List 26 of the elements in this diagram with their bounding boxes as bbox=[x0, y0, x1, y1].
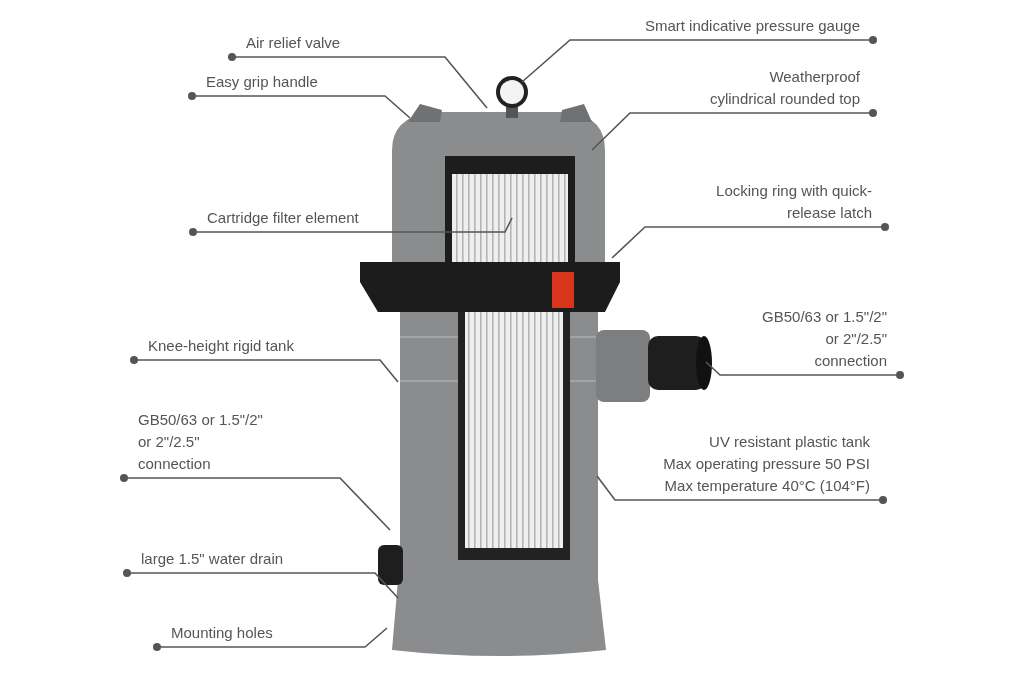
leader-line bbox=[120, 474, 391, 531]
callout-text: Weatherproof cylindrical rounded top bbox=[708, 67, 860, 109]
callout-text: Knee-height rigid tank bbox=[148, 336, 294, 356]
callout-text: Cartridge filter element bbox=[207, 208, 359, 228]
leader-line bbox=[228, 53, 488, 109]
callout-text: Max temperature 40°C (104°F) bbox=[664, 476, 870, 496]
callout-text: large 1.5" water drain bbox=[141, 549, 284, 569]
callout-text: Mounting holes bbox=[171, 623, 273, 643]
callout-text: Max operating pressure 50 PSI bbox=[663, 454, 870, 474]
leader-line bbox=[123, 569, 399, 599]
callout-text: Locking ring with quick-release latch bbox=[715, 181, 872, 223]
callout-text: GB50/63 or 1.5"/2" or 2"/2.5" connection bbox=[138, 410, 264, 474]
callout-text: Easy grip handle bbox=[206, 72, 318, 92]
callout-text: GB50/63 or 1.5"/2" or 2"/2.5" connection bbox=[761, 307, 887, 371]
leader-line bbox=[521, 36, 877, 83]
leader-line bbox=[188, 92, 411, 119]
leader-line bbox=[130, 356, 399, 383]
leader-line bbox=[705, 361, 904, 379]
callout-text: Smart indicative pressure gauge bbox=[644, 16, 860, 36]
callout-text: Air relief valve bbox=[246, 33, 341, 53]
callout-text: UV resistant plastic tank bbox=[709, 432, 870, 452]
leader-line bbox=[591, 109, 877, 151]
leader-line bbox=[153, 627, 388, 651]
leader-line bbox=[611, 223, 889, 259]
leader-line bbox=[189, 217, 513, 236]
leader-line bbox=[596, 475, 887, 504]
